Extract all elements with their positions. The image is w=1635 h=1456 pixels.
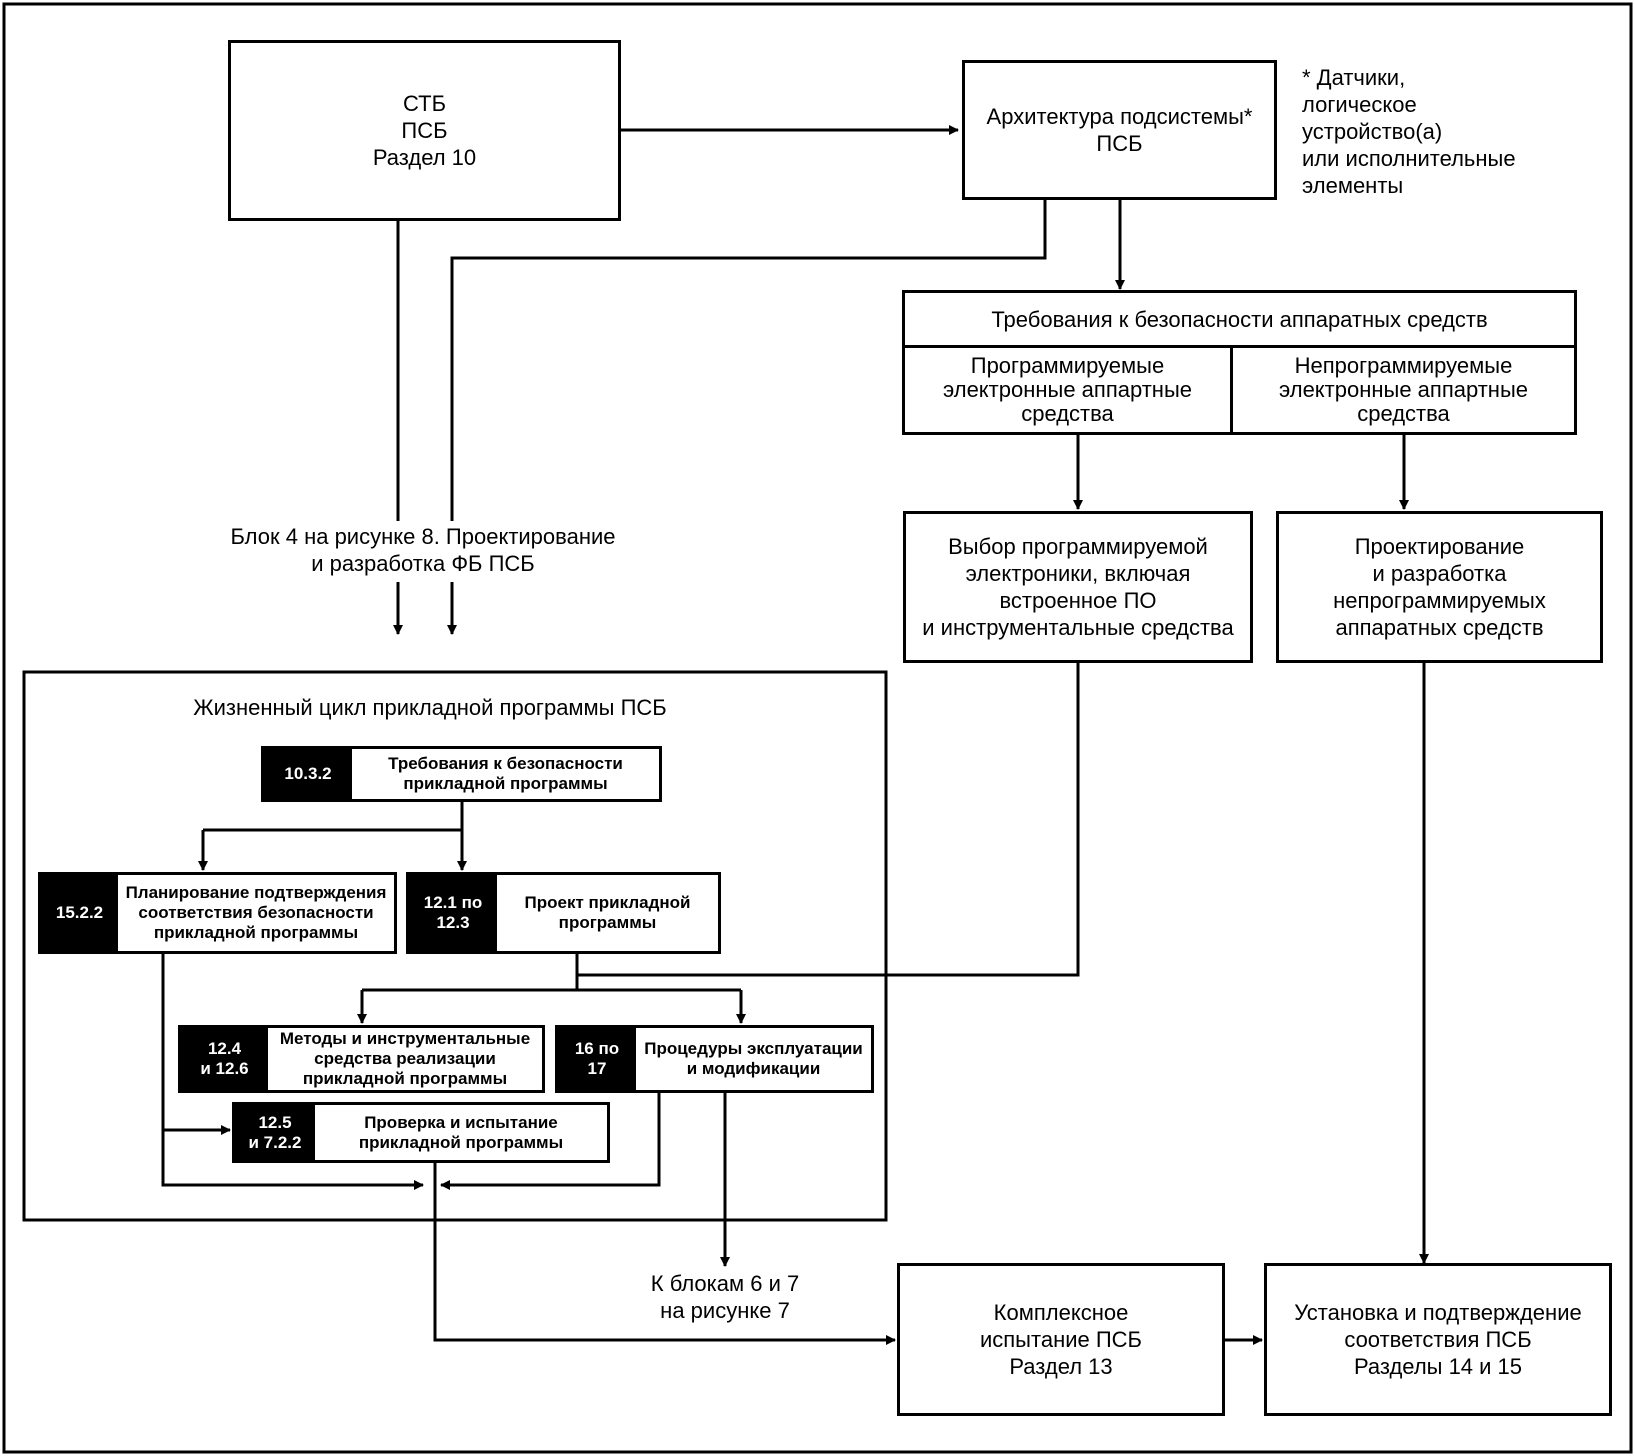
- step-validation-planning: 15.2.2 Планирование подтверждения соотве…: [38, 872, 397, 954]
- architecture-text: Архитектура подсистемы* ПСБ: [986, 104, 1253, 156]
- step-tag: 15.2.2: [41, 875, 118, 951]
- stb-text: СТБ ПСБ Раздел 10: [372, 91, 477, 170]
- installation-text: Установка и подтверждение соответствия П…: [1294, 1300, 1582, 1379]
- step-verification-testing: 12.5 и 7.2.2 Проверка и испытание прикла…: [232, 1102, 610, 1163]
- step-text: Планирование подтверждения соответствия …: [125, 883, 387, 942]
- select-electronics-box: Выбор программируемой электроники, включ…: [903, 511, 1253, 663]
- footnote-sensors: * Датчики, логическое устройство(а) или …: [1302, 65, 1516, 198]
- step-text: Методы и инструментальные средства реали…: [279, 1029, 531, 1088]
- step-tag: 12.4 и 12.6: [181, 1028, 268, 1090]
- nonprogrammable-hw-text: Непрограммируемые электронные аппартные …: [1278, 353, 1528, 426]
- step-operation-modification: 16 по 17 Процедуры эксплуатации и модифи…: [555, 1025, 874, 1093]
- step-tag: 16 по 17: [558, 1028, 636, 1090]
- step-text: Проект прикладной программы: [524, 893, 691, 932]
- hw-requirements-title: Требования к безопасности аппаратных сре…: [991, 306, 1488, 332]
- stb-box: СТБ ПСБ Раздел 10: [228, 40, 621, 221]
- design-nonprog-box: Проектирование и разработка непрограммир…: [1276, 511, 1603, 663]
- design-nonprog-text: Проектирование и разработка непрограммир…: [1333, 534, 1546, 640]
- step-text: Проверка и испытание прикладной программ…: [358, 1112, 564, 1152]
- integration-test-box: Комплексное испытание ПСБ Раздел 13: [897, 1263, 1225, 1416]
- architecture-box: Архитектура подсистемы* ПСБ: [962, 60, 1277, 200]
- lifecycle-frame: [22, 670, 888, 1222]
- hw-requirements-box: Требования к безопасности аппаратных сре…: [902, 290, 1577, 435]
- lifecycle-title: Жизненный цикл прикладной программы ПСБ: [193, 695, 667, 720]
- installation-box: Установка и подтверждение соответствия П…: [1264, 1263, 1612, 1416]
- step-tag: 10.3.2: [264, 749, 352, 799]
- programmable-hw-cell: Программируемые электронные аппартные ср…: [905, 348, 1233, 432]
- step-safety-requirements: 10.3.2 Требования к безопасности приклад…: [261, 746, 662, 802]
- select-electronics-text: Выбор программируемой электроники, включ…: [922, 534, 1234, 640]
- hw-requirements-header: Требования к безопасности аппаратных сре…: [905, 293, 1574, 348]
- step-tag: 12.5 и 7.2.2: [235, 1105, 315, 1160]
- block4-label: Блок 4 на рисунке 8. Проектирование и ра…: [230, 524, 616, 576]
- programmable-hw-text: Программируемые электронные аппартные ср…: [942, 353, 1192, 426]
- step-program-design: 12.1 по 12.3 Проект прикладной программы: [406, 872, 721, 954]
- step-tag: 12.1 по 12.3: [409, 875, 497, 951]
- step-implementation-methods: 12.4 и 12.6 Методы и инструментальные ср…: [178, 1025, 545, 1093]
- integration-test-text: Комплексное испытание ПСБ Раздел 13: [979, 1300, 1142, 1379]
- nonprogrammable-hw-cell: Непрограммируемые электронные аппартные …: [1233, 348, 1574, 432]
- step-text: Требования к безопасности прикладной про…: [388, 754, 623, 793]
- to-blocks-label: К блокам 6 и 7 на рисунке 7: [650, 1271, 800, 1323]
- step-text: Процедуры эксплуатации и модификации: [644, 1039, 863, 1078]
